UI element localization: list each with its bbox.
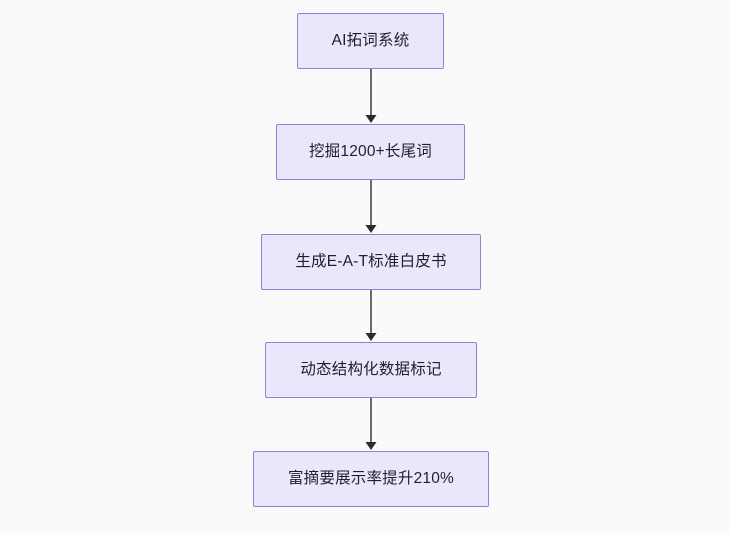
edge-node1-to-node2 [363,69,379,124]
flow-node-label: AI拓词系统 [331,32,410,50]
flow-node-label: 动态结构化数据标记 [300,361,442,379]
flow-node-label: 生成E-A-T标准白皮书 [295,253,447,271]
edge-node2-to-node3 [363,180,379,234]
edge-node3-to-node4 [363,289,379,342]
flow-node-label: 挖掘1200+长尾词 [308,143,433,161]
flow-node-generate-eat-whitepaper[interactable]: 生成E-A-T标准白皮书 [261,234,481,290]
flow-node-label: 富摘要展示率提升210% [287,470,455,488]
flow-node-dynamic-structured-data-markup[interactable]: 动态结构化数据标记 [265,342,477,398]
flow-node-rich-snippet-impression-lift[interactable]: 富摘要展示率提升210% [253,451,489,507]
flow-node-mine-longtail-keywords[interactable]: 挖掘1200+长尾词 [276,124,465,180]
flow-node-ai-keyword-system[interactable]: AI拓词系统 [297,13,444,69]
edge-node4-to-node5 [363,398,379,451]
